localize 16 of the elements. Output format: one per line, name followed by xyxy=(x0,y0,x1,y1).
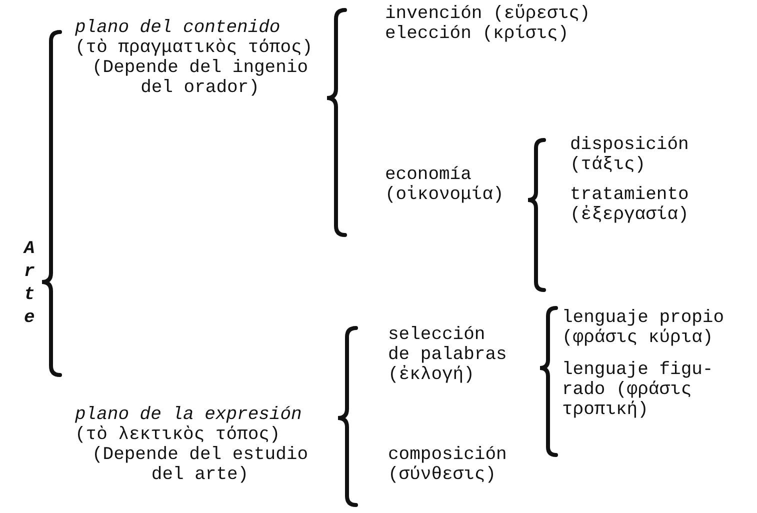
term: economía (οἰκονομία) xyxy=(385,165,505,205)
vertical-title: Arte xyxy=(24,238,36,330)
term: composición (σύνθεσις) xyxy=(388,445,508,485)
note: (Depende del ingenio del orador) xyxy=(90,58,310,98)
term: lenguaje figu-rado (φράσις τροπική) xyxy=(562,360,714,420)
category-heading: plano del contenido xyxy=(75,18,280,38)
category-heading: plano de la expresión xyxy=(75,405,302,425)
term: invención (εὕρεσις) xyxy=(385,4,590,24)
term: disposición (τάξις) xyxy=(570,135,690,175)
note: (Depende del estudio del arte) xyxy=(90,445,310,485)
term: selección de palabras (ἐκλογή) xyxy=(388,325,508,385)
greek-term: (τὸ πραγματικὸς τόπος) xyxy=(75,38,313,58)
term: tratamiento (ἐξεργασία) xyxy=(570,185,690,225)
term: lenguaje propio (φράσις κύρια) xyxy=(562,308,726,348)
term: elección (κρίσις) xyxy=(385,24,569,44)
greek-term: (τὸ λεκτικὸς τόπος) xyxy=(75,425,280,445)
